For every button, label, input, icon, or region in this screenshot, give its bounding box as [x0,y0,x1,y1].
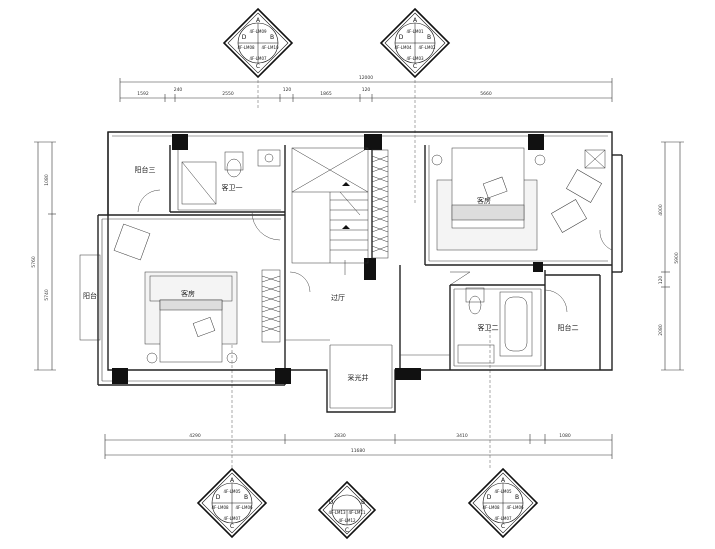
marker-bottom-3-code-a: 4F-LM05 [494,489,512,494]
marker-bottom-3-letter-a: A [501,477,506,484]
top-dim-1: 1592 [137,91,149,97]
bottom-dim-3: 3410 [456,433,468,439]
top-dim-4: 120 [283,87,292,93]
room-label-bathroom-1: 客卫一 [222,183,243,192]
bathroom-2-fixtures [449,271,533,364]
marker-top-1-code-d: 4F-LM08 [237,45,255,50]
marker-top-2-code-c: 4F-LM03 [406,56,424,61]
elevation-marker-bottom-1: A B C D 4F-LM05 4F-LM06 4F-LM07 4F-LM08 [196,467,268,539]
marker-top-1-letter-c: C [256,63,260,70]
marker-bottom-2-letter-c: C [345,527,349,534]
marker-top-1-code-a: 4F-LM09 [249,29,267,34]
marker-bottom-2-code-d: 4F-LM13 [328,510,346,515]
top-dimension-line [119,78,613,102]
room-label-bedroom-left: 客房 [181,289,195,298]
room-label-balcony-2: 阳台二 [558,323,579,332]
marker-bottom-2-code-c: 4F-LM12 [338,518,356,523]
marker-bottom-1-letter-d: D [216,494,221,501]
left-bedroom-furniture [79,223,238,364]
inner-wall-lines [101,135,608,409]
left-dimension-line [34,141,56,371]
wardrobe-corridor [371,149,389,259]
structural-columns [112,134,544,384]
room-label-bedroom-right: 客房 [477,196,491,205]
top-total-dim: 12000 [359,75,373,81]
right-bedroom-furniture [431,147,606,251]
room-label-balcony-3: 阳台三 [135,165,156,174]
bottom-total-dim: 11680 [351,448,365,454]
marker-top-1-letter-b: B [270,34,274,41]
room-label-bathroom-2: 客卫二 [478,323,499,332]
right-dimension-line [661,141,684,371]
marker-top-1-letter-a: A [256,17,261,24]
marker-bottom-3-letter-b: B [515,494,519,501]
room-label-balcony-left: 阳台 [83,291,97,300]
marker-bottom-1-letter-c: C [230,523,234,530]
left-dim-3: 5760 [31,256,37,268]
marker-top-1-code-b: 4F-LM10 [261,45,279,50]
room-label-corridor: 过厅 [331,293,345,302]
marker-top-1-code-c: 4F-LM07 [249,56,267,61]
marker-top-2-code-a: 4F-LM01 [406,29,424,34]
marker-bottom-2-letter-b: B [361,499,365,506]
door-swings [137,189,613,313]
wardrobe-left-bedroom [261,269,281,343]
right-dim-1: 4000 [658,204,664,216]
marker-top-2-code-d: 4F-LM04 [394,45,412,50]
right-dim-4: 2080 [658,324,664,336]
top-dim-7: 5660 [480,91,492,97]
marker-bottom-3-code-b: 4F-LM06 [506,505,524,510]
right-dim-3: 120 [658,276,664,285]
bathroom-1-fixtures [181,149,281,205]
top-dim-5: 1865 [320,91,332,97]
marker-bottom-1-code-a: 4F-LM05 [223,489,241,494]
marker-bottom-3-letter-c: C [501,523,505,530]
marker-bottom-1-code-c: 4F-LM07 [223,516,241,521]
bottom-dim-4: 1080 [559,433,571,439]
left-dim-1: 1080 [44,174,50,186]
marker-bottom-3-letter-d: D [487,494,492,501]
marker-top-2-letter-c: C [413,63,417,70]
top-dim-6: 120 [362,87,371,93]
top-dim-3: 2550 [222,91,234,97]
marker-bottom-1-code-d: 4F-LM08 [211,505,229,510]
marker-bottom-2-letter-d: D [329,499,334,506]
right-dim-2: 5900 [674,252,680,264]
bottom-dimension-line [104,434,613,459]
left-dim-2: 5740 [44,289,50,301]
bottom-dim-2: 2830 [334,433,346,439]
marker-top-2-letter-a: A [413,17,418,24]
marker-top-2-letter-d: D [399,34,404,41]
room-label-skylight: 采光井 [348,373,369,382]
marker-top-2-letter-b: B [427,34,431,41]
bottom-dim-1: 4290 [189,433,201,439]
elevation-marker-bottom-3: A B C D 4F-LM05 4F-LM06 4F-LM07 4F-LM08 [467,467,539,539]
marker-bottom-1-letter-b: B [244,494,248,501]
top-dim-2: 240 [174,87,183,93]
marker-bottom-3-code-c: 4F-LM07 [494,516,512,521]
marker-bottom-1-code-b: 4F-LM06 [235,505,253,510]
marker-top-2-code-b: 4F-LM02 [418,45,436,50]
marker-bottom-1-letter-a: A [230,477,235,484]
staircase [291,147,369,275]
elevation-marker-bottom-2: B C D 4F-LM11 4F-LM12 4F-LM13 [317,480,377,540]
marker-bottom-3-code-d: 4F-LM08 [482,505,500,510]
marker-top-1-letter-d: D [242,34,247,41]
elevation-marker-top-1: A B C D 4F-LM09 4F-LM10 4F-LM07 4F-LM08 [222,7,294,79]
stair-arrows [342,182,350,229]
reference-lines [231,80,491,470]
marker-bottom-2-code-b: 4F-LM11 [348,510,366,515]
elevation-marker-top-2: A B C D 4F-LM01 4F-LM02 4F-LM03 4F-LM04 [379,7,451,79]
